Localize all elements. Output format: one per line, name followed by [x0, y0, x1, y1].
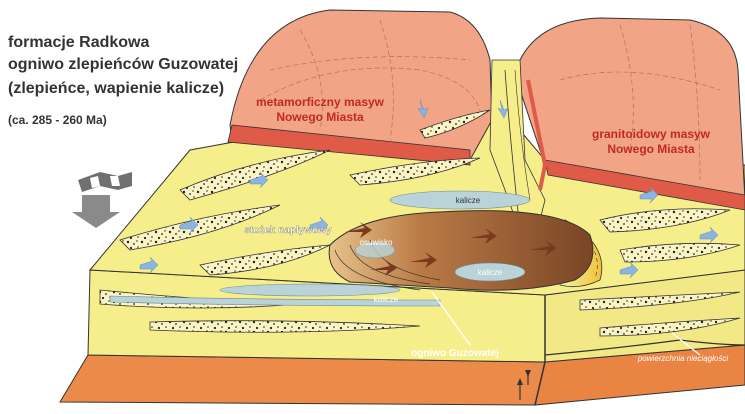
- member-label: ogniwo Guzowatej: [411, 348, 499, 359]
- calcrete-mid-label: kalicze: [478, 268, 503, 277]
- unconformity-label: powierzchnia nieciągłości: [637, 354, 728, 363]
- calcrete-top-label: kalicze: [456, 196, 481, 205]
- title-line-2: ogniwo zlepieńców Guzowatej: [8, 56, 238, 74]
- fan-label: stożek napływowy: [244, 225, 332, 236]
- right-massif-label-2: Nowego Miasta: [607, 142, 695, 156]
- left-massif-label-2: Nowego Miasta: [276, 110, 364, 124]
- landslide-label: osuwisko: [360, 238, 393, 247]
- left-massif: [228, 10, 492, 165]
- calcrete-low-label: kalicze: [374, 295, 399, 304]
- right-massif-label-1: granitoidowy masyw: [592, 127, 711, 141]
- left-massif-label-1: metamorficzny masyw: [256, 95, 385, 109]
- title-age: (ca. 285 - 260 Ma): [8, 113, 107, 127]
- title-line-3: (zlepieńce, wapienie kalicze): [8, 80, 224, 98]
- title-line-1: formacje Radkowa: [8, 34, 149, 52]
- landslide-body: [329, 211, 593, 291]
- north-arrow-icon: [72, 172, 132, 228]
